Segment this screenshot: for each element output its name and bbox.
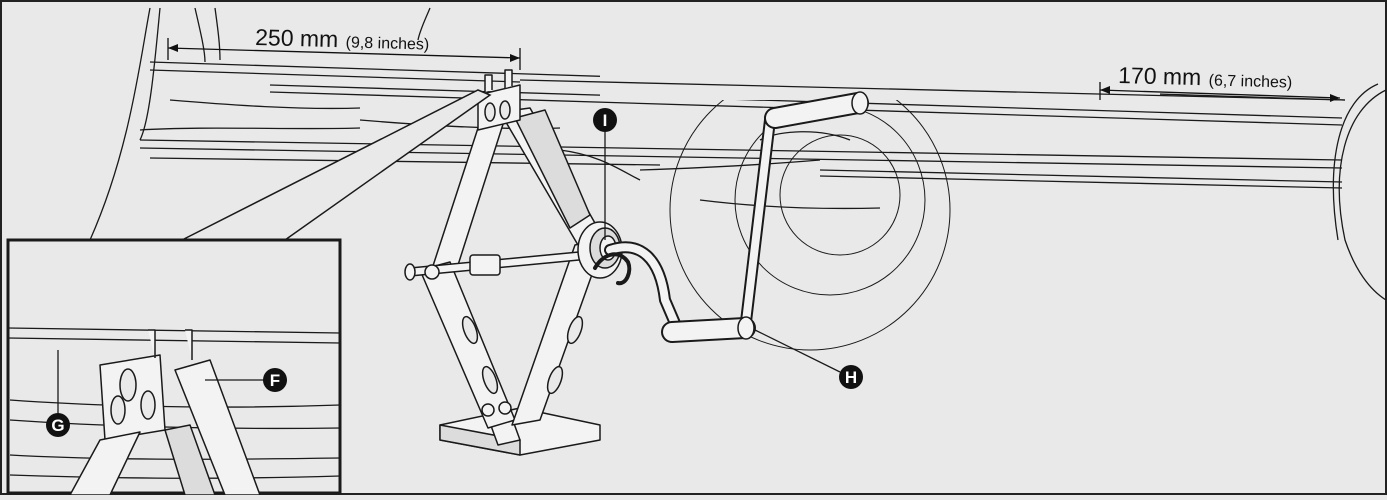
- crank-handle: [593, 91, 869, 343]
- svg-text:H: H: [845, 368, 857, 387]
- dimension-rear: 250 mm (9,8 inches): [167, 24, 521, 70]
- sill-mask: [600, 2, 1160, 100]
- dimension-front: 170 mm (6,7 inches): [1099, 62, 1341, 102]
- callout-G: G: [46, 413, 70, 437]
- callout-I: I: [593, 108, 617, 240]
- callout-F: F: [263, 368, 287, 392]
- svg-text:F: F: [270, 371, 280, 390]
- rear-dimension-text: 250 mm (9,8 inches): [255, 24, 430, 55]
- callout-H: H: [754, 329, 863, 389]
- front-dimension-text: 170 mm (6,7 inches): [1118, 62, 1293, 93]
- inset-detail: [6, 89, 492, 496]
- scissor-jack: [404, 69, 623, 456]
- svg-text:I: I: [603, 111, 608, 130]
- svg-text:G: G: [51, 416, 64, 435]
